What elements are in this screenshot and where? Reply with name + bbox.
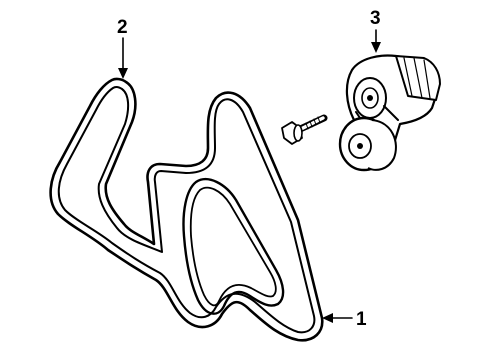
- belt-inner-loop-edge: [189, 186, 277, 307]
- callout-number: 3: [370, 8, 381, 29]
- bolt-washer: [293, 124, 303, 142]
- callout-tensioner: 3: [370, 8, 381, 53]
- leader-arrow: [371, 42, 381, 53]
- tensioner-pulley-center: [357, 143, 363, 149]
- serpentine-belt: [49, 77, 324, 342]
- belt-inner-loop: [182, 177, 285, 315]
- leader-arrow: [322, 313, 333, 323]
- belt-outer-edge: [49, 77, 324, 342]
- belt-tensioner: [338, 54, 441, 172]
- bolt-thread-marks: [305, 116, 321, 130]
- callout-belt: 1: [322, 309, 367, 330]
- belt-inner-edge: [57, 85, 316, 334]
- callout-number: 1: [356, 309, 367, 330]
- tensioner-spring-case-ribs: [403, 57, 431, 99]
- callout-number: 2: [117, 17, 128, 38]
- tensioner-pivot-bolt-hole: [367, 95, 373, 101]
- callout-belt-routing: 2: [117, 17, 128, 79]
- leader-arrow: [118, 68, 128, 79]
- tensioner-pulley-rim: [367, 119, 397, 171]
- tensioner-bolt: [281, 114, 328, 145]
